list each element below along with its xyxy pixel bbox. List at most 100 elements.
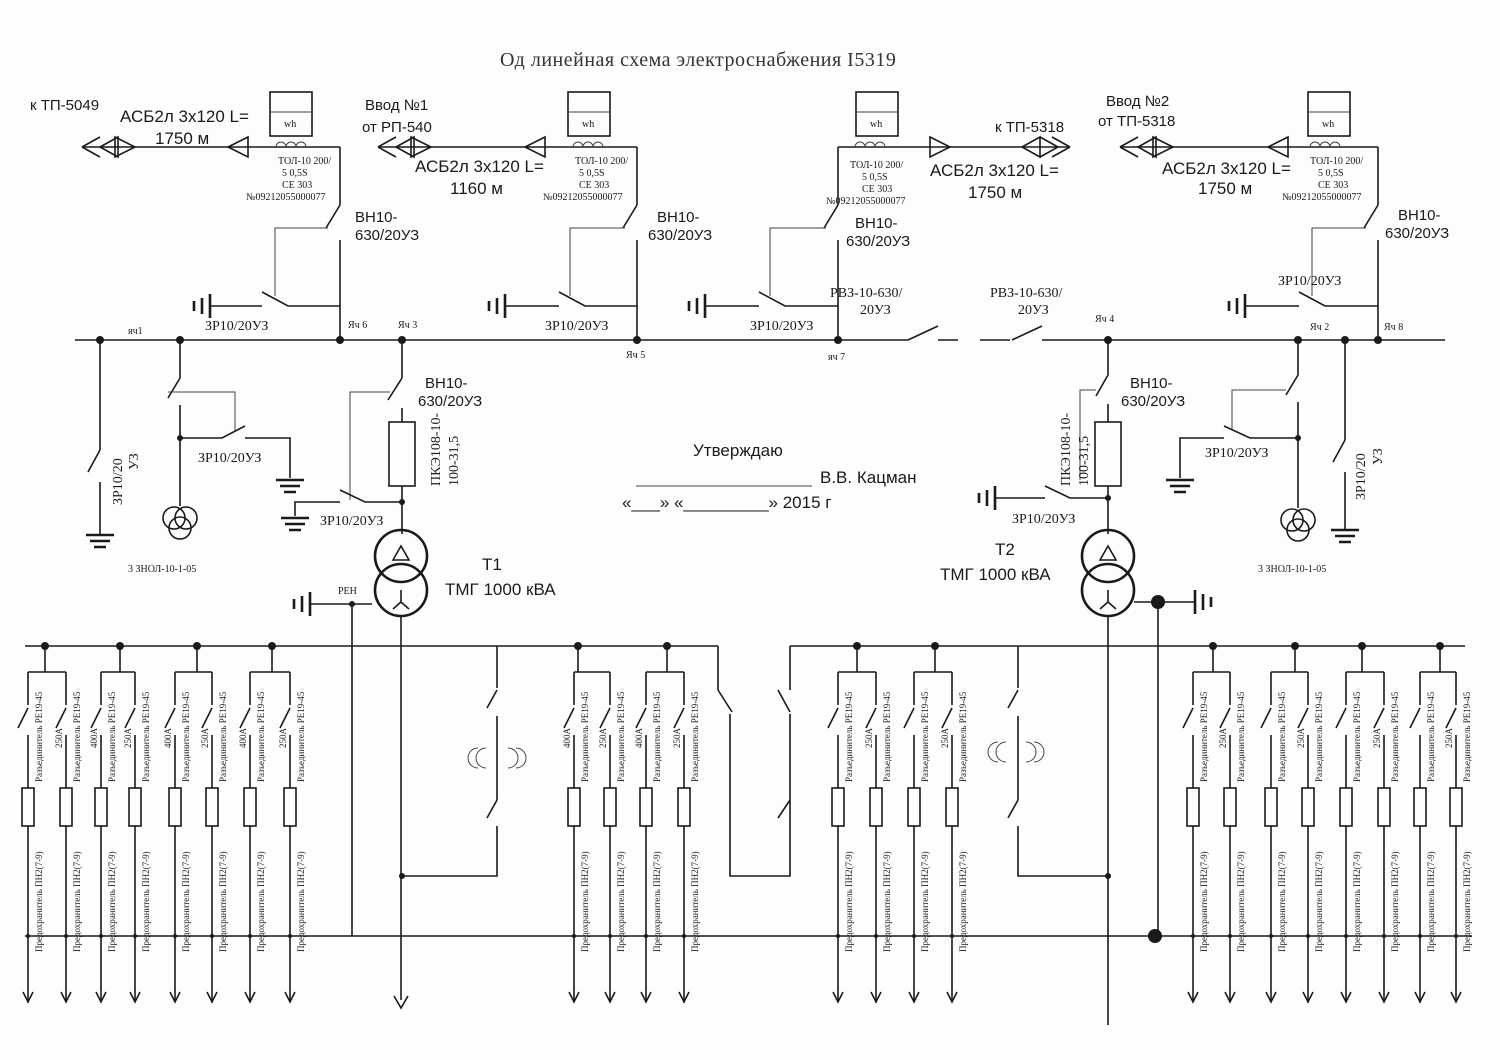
vn-switch-label: ВН10- xyxy=(855,215,898,232)
t2-name: Т2 xyxy=(995,540,1015,559)
fuse-label: Предохранитель ПН2(7-9) xyxy=(1314,851,1324,952)
fuse-icon xyxy=(639,787,653,827)
disconnector-label: Разъединитель РЕ19-45 xyxy=(580,691,590,782)
meter-label: wh xyxy=(870,119,882,130)
outgoing-arrow-icon xyxy=(60,991,72,1004)
cell-label: яч 7 xyxy=(828,352,845,363)
meter-serial: №09212055000077 xyxy=(246,192,326,203)
vn-switch-label: ВН10- xyxy=(355,209,398,226)
fuse-icon xyxy=(1413,787,1427,827)
fuse-label: Предохранитель ПН2(7-9) xyxy=(1277,851,1287,952)
fuse-icon xyxy=(907,787,921,827)
meter-model: СЕ 303 xyxy=(1318,180,1348,191)
feeder-left-tp5049: к ТП-5049 АСБ2л 3х120 L= 1750 м wh ТОЛ-1… xyxy=(30,91,419,340)
vn-switch-label: 630/20УЗ xyxy=(1121,393,1185,410)
disconnector-label: Разъединитель РЕ19-45 xyxy=(1277,691,1287,782)
ct-label: 5 0,5S xyxy=(862,172,888,183)
vn-switch-label: ВН10- xyxy=(1130,375,1173,392)
vt-earth-label: УЗ xyxy=(1371,448,1386,465)
fuse-icon xyxy=(388,421,416,487)
fuse-icon xyxy=(1449,787,1463,827)
rating-label: 250А xyxy=(1296,728,1306,749)
fuse-label: Предохранитель ПН2(7-9) xyxy=(580,851,590,952)
disconnector-icon xyxy=(903,672,915,788)
rvz-label-right: РВЗ-10-630/ xyxy=(990,286,1062,301)
input1-cable-spec: АСБ2л 3х120 L= xyxy=(415,157,544,176)
fuse-label: Предохранитель ПН2(7-9) xyxy=(1390,851,1400,952)
fuse-label: Предохранитель ПН2(7-9) xyxy=(1426,851,1436,952)
earthing-switch-label: ЗР10/20УЗ xyxy=(320,514,383,529)
disconnector-label: Разъединитель РЕ19-45 xyxy=(1199,691,1209,782)
fuse-label: Предохранитель ПН2(7-9) xyxy=(218,851,228,952)
fuse-label: Предохранитель ПН2(7-9) xyxy=(920,851,930,952)
current-transformer-icon xyxy=(854,141,886,148)
approval-block: Утверждаю В.В. Кацман «___» «_________» … xyxy=(622,441,916,512)
earthing-switch-label: ЗР10/20УЗ xyxy=(205,319,268,334)
outgoing-arrow-icon xyxy=(284,991,296,1004)
approval-date: «___» «_________» 2015 г xyxy=(622,493,831,512)
rating-label: 400А xyxy=(634,728,644,749)
outgoing-arrow-icon xyxy=(1450,991,1462,1004)
disconnector-label: Разъединитель РЕ19-45 xyxy=(296,691,306,782)
rating-label: 250А xyxy=(123,728,133,749)
fuse-label: Предохранитель ПН2(7-9) xyxy=(34,851,44,952)
fuse-label: Предохранитель ПН2(7-9) xyxy=(844,851,854,952)
arrow-icon xyxy=(523,135,546,159)
meter-serial: №09212055000077 xyxy=(543,192,623,203)
fuse-icon xyxy=(21,787,35,827)
load-switch-icon xyxy=(823,204,839,229)
rating-label: 400А xyxy=(163,728,173,749)
disconnector-icon xyxy=(673,672,685,788)
rating-label: 250А xyxy=(200,728,210,749)
rvz-label-right: 20УЗ xyxy=(1018,303,1049,318)
lv-section-switch xyxy=(717,646,791,877)
outgoing-arrow-icon xyxy=(832,991,844,1004)
fuse-icon xyxy=(128,787,142,827)
fuse-icon xyxy=(831,787,845,827)
load-switch-icon xyxy=(622,204,638,229)
outgoing-arrow-icon xyxy=(169,991,181,1004)
outgoing-arrow-icon xyxy=(1265,991,1277,1004)
fuse-label: Предохранитель ПН2(7-9) xyxy=(72,851,82,952)
earthing-switch-label: ЗР10/20УЗ xyxy=(1278,274,1341,289)
fuse-icon xyxy=(1094,421,1122,487)
fuse-icon xyxy=(1301,787,1315,827)
right-voltage-transformer: ЗР10/20 УЗ ЗР10/20УЗ 3 ЗНОЛ-10-1-05 xyxy=(1166,340,1386,575)
disconnector-label: Разъединитель РЕ19-45 xyxy=(1462,691,1472,782)
feeder-left-dest: к ТП-5049 xyxy=(30,97,99,114)
meter-box-icon xyxy=(269,91,313,137)
disconnector-icon xyxy=(941,672,953,788)
load-switch-icon xyxy=(1095,340,1109,422)
ground-icon xyxy=(977,486,997,510)
vt-earth-label: УЗ xyxy=(127,453,142,470)
fuse-label: Предохранитель ПН2(7-9) xyxy=(882,851,892,952)
vt-model-label: 3 ЗНОЛ-10-1-05 xyxy=(1258,564,1326,575)
disconnector-label: Разъединитель РЕ19-45 xyxy=(181,691,191,782)
disconnector-label: Разъединитель РЕ19-45 xyxy=(72,691,82,782)
fuse-label: Предохранитель ПН2(7-9) xyxy=(1462,851,1472,952)
disconnector-icon xyxy=(1260,672,1272,788)
earthing-switch-label: ЗР10/20УЗ xyxy=(198,451,261,466)
disconnector-label: Разъединитель РЕ19-45 xyxy=(920,691,930,782)
disconnector-icon xyxy=(1445,672,1457,788)
fuse-label: Предохранитель ПН2(7-9) xyxy=(616,851,626,952)
ct-label: ТОЛ-10 200/ xyxy=(850,160,903,171)
vn-switch-label: 630/20УЗ xyxy=(846,233,910,250)
outgoing-arrow-icon xyxy=(1187,991,1199,1004)
arrow-icon xyxy=(929,135,952,159)
disconnector-label: Разъединитель РЕ19-45 xyxy=(107,691,117,782)
meter-model: СЕ 303 xyxy=(579,180,609,191)
vn-switch-label: ВН10- xyxy=(657,209,700,226)
disconnector-icon xyxy=(1373,672,1385,788)
disconnector-label: Разъединитель РЕ19-45 xyxy=(652,691,662,782)
ground-icon xyxy=(276,478,304,494)
feeder-input-2: Ввод №2 от ТП-5318 АСБ2л 3х120 L= 1750 м… xyxy=(1098,91,1449,340)
arrow-icon xyxy=(1266,135,1289,159)
fuse-label: Предохранитель ПН2(7-9) xyxy=(958,851,968,952)
outgoing-arrow-icon xyxy=(244,991,256,1004)
disconnector-icon xyxy=(17,672,29,788)
meter-label: wh xyxy=(284,119,296,130)
vn-switch-label: 630/20УЗ xyxy=(1385,225,1449,242)
rvz-label-left: РВЗ-10-630/ xyxy=(830,286,902,301)
earthing-switch-icon xyxy=(995,485,1109,534)
